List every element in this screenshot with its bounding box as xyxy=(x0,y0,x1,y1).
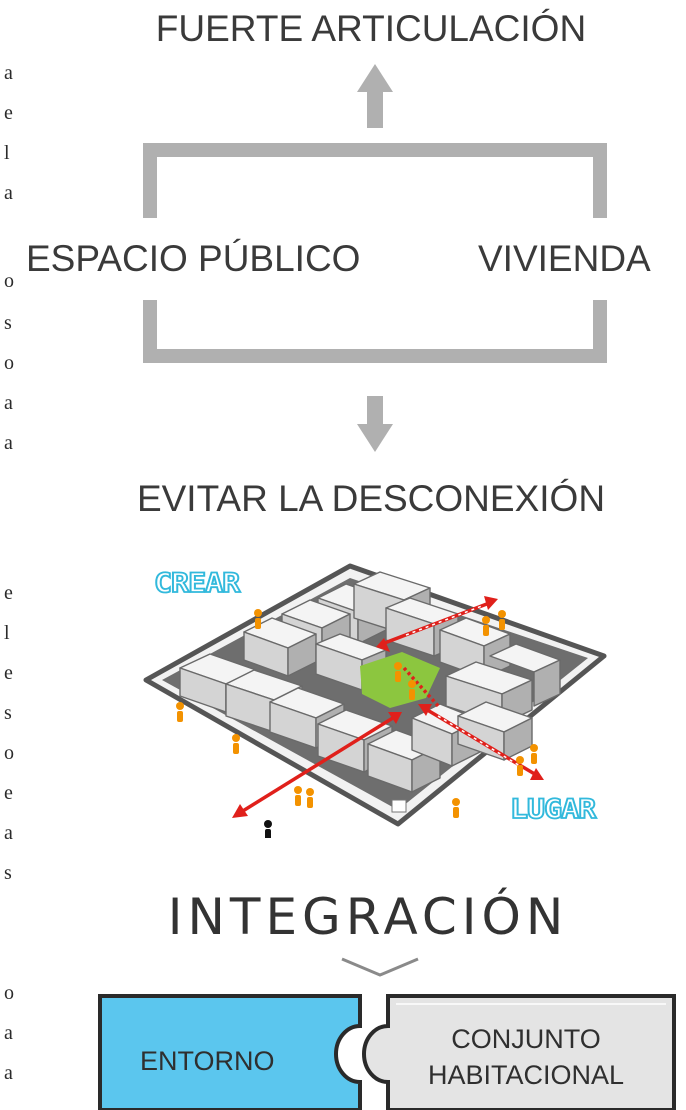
conjunto-label: CONJUNTO xyxy=(451,1024,601,1054)
right-label: VIVIENDA xyxy=(478,238,651,279)
margin-glyph: a xyxy=(4,822,13,844)
margin-glyph: a xyxy=(4,62,13,84)
margin-glyph: s xyxy=(4,862,12,884)
margin-glyph: o xyxy=(4,742,14,764)
puzzle-pieces xyxy=(98,994,676,1110)
lower-bracket xyxy=(143,300,607,363)
top-label: FUERTE ARTICULACIÓN xyxy=(155,8,587,49)
margin-glyph: a xyxy=(4,1022,13,1044)
people-figures xyxy=(176,609,538,818)
conjunto-piece xyxy=(362,994,676,1110)
crear-label: CREAR xyxy=(153,567,241,600)
integration-title: INTEGRACIÓN xyxy=(167,888,569,946)
down-arrow-icon xyxy=(357,396,393,452)
upper-bracket xyxy=(143,143,607,218)
margin-glyph: o xyxy=(4,982,14,1004)
lugar-label: LUGAR xyxy=(509,793,597,826)
left-label: ESPACIO PÚBLICO xyxy=(26,238,361,279)
margin-glyph: o xyxy=(4,352,14,374)
margin-glyph: a xyxy=(4,182,13,204)
margin-glyph: s xyxy=(4,702,12,724)
urban-block-illustration xyxy=(143,563,607,838)
margin-glyph: s xyxy=(4,312,12,334)
margin-glyph: e xyxy=(4,662,13,684)
habitacional-label: HABITACIONAL xyxy=(427,1060,625,1090)
margin-glyph: a xyxy=(4,1062,13,1084)
margin-glyph: a xyxy=(4,392,13,414)
margin-text-fragments: a e l a o s o a a e l e s o e a s o a a xyxy=(0,0,24,1110)
up-arrow-icon xyxy=(357,64,393,128)
chevron-down-icon xyxy=(341,957,419,977)
bottom-label: EVITAR LA DESCONEXIÓN xyxy=(136,478,606,519)
margin-glyph: e xyxy=(4,782,13,804)
articulation-bracket xyxy=(143,64,607,452)
margin-glyph: a xyxy=(4,432,13,454)
margin-glyph: e xyxy=(4,102,13,124)
margin-glyph: l xyxy=(4,622,10,644)
margin-glyph: l xyxy=(4,142,10,164)
margin-glyph: e xyxy=(4,582,13,604)
margin-glyph: o xyxy=(4,270,14,292)
entorno-label: ENTORNO xyxy=(140,1046,275,1076)
entorno-piece xyxy=(98,994,362,1110)
